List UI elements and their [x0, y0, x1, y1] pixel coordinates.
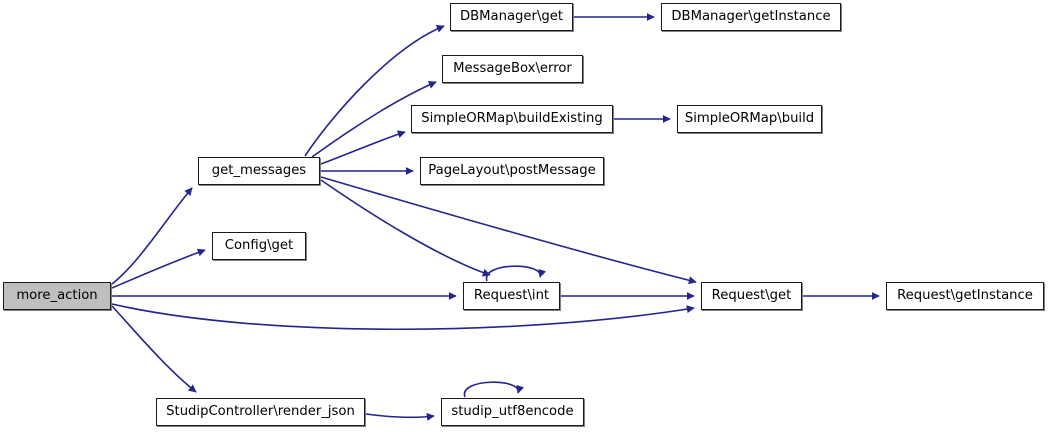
node-messagebox-error[interactable]: MessageBox\error	[442, 55, 583, 83]
node-request-getinstance[interactable]: Request\getInstance	[886, 282, 1044, 310]
node-label: Config\get	[224, 238, 294, 254]
node-label: Request\getInstance	[897, 288, 1033, 304]
node-pagelayout-postmessage[interactable]: PageLayout\postMessage	[420, 157, 604, 185]
edge-more_action-get_messages	[111, 187, 193, 285]
node-request-get[interactable]: Request\get	[701, 282, 802, 310]
node-studipcontroller-render-json[interactable]: StudipController\render_json	[156, 398, 365, 426]
node-more-action[interactable]: more_action	[3, 282, 111, 310]
node-dbmanager-getinstance[interactable]: DBManager\getInstance	[661, 3, 841, 31]
edge-utf8encode-self	[463, 381, 525, 398]
edge-request_int-self	[485, 265, 547, 282]
node-request-int[interactable]: Request\int	[463, 282, 560, 310]
node-label: DBManager\get	[459, 9, 564, 25]
edge-get_messages-request_int	[320, 179, 491, 277]
node-label: get_messages	[211, 163, 307, 179]
edge-get_messages-sorm_buildexisting	[320, 130, 406, 165]
node-simpleormap-buildexisting[interactable]: SimpleORMap\buildExisting	[411, 105, 613, 133]
edge-get_messages-dbmanager_get	[304, 25, 445, 157]
node-label: SimpleORMap\buildExisting	[421, 111, 603, 127]
node-config-get[interactable]: Config\get	[212, 232, 306, 260]
edge-more_action-request_get	[111, 303, 695, 331]
node-get-messages[interactable]: get_messages	[198, 157, 320, 185]
node-label: StudipController\render_json	[166, 404, 355, 420]
edge-get_messages-request_get	[320, 176, 697, 285]
edge-more_action-config_get	[111, 248, 206, 289]
edge-more_action-render_json	[111, 305, 197, 393]
node-label: more_action	[16, 288, 98, 304]
edge-render_json-utf8encode	[365, 412, 435, 421]
edge-get_messages-messagebox_error	[311, 81, 437, 158]
node-label: PageLayout\postMessage	[428, 163, 596, 179]
node-label: MessageBox\error	[453, 61, 572, 77]
node-label: Request\int	[473, 288, 550, 304]
node-label: Request\get	[711, 288, 792, 304]
node-dbmanager-get[interactable]: DBManager\get	[450, 3, 573, 31]
node-label: studip_utf8encode	[451, 404, 574, 420]
node-label: DBManager\getInstance	[671, 9, 831, 25]
node-studip-utf8encode[interactable]: studip_utf8encode	[441, 398, 584, 426]
node-label: SimpleORMap\build	[684, 111, 815, 127]
node-simpleormap-build[interactable]: SimpleORMap\build	[677, 105, 822, 133]
